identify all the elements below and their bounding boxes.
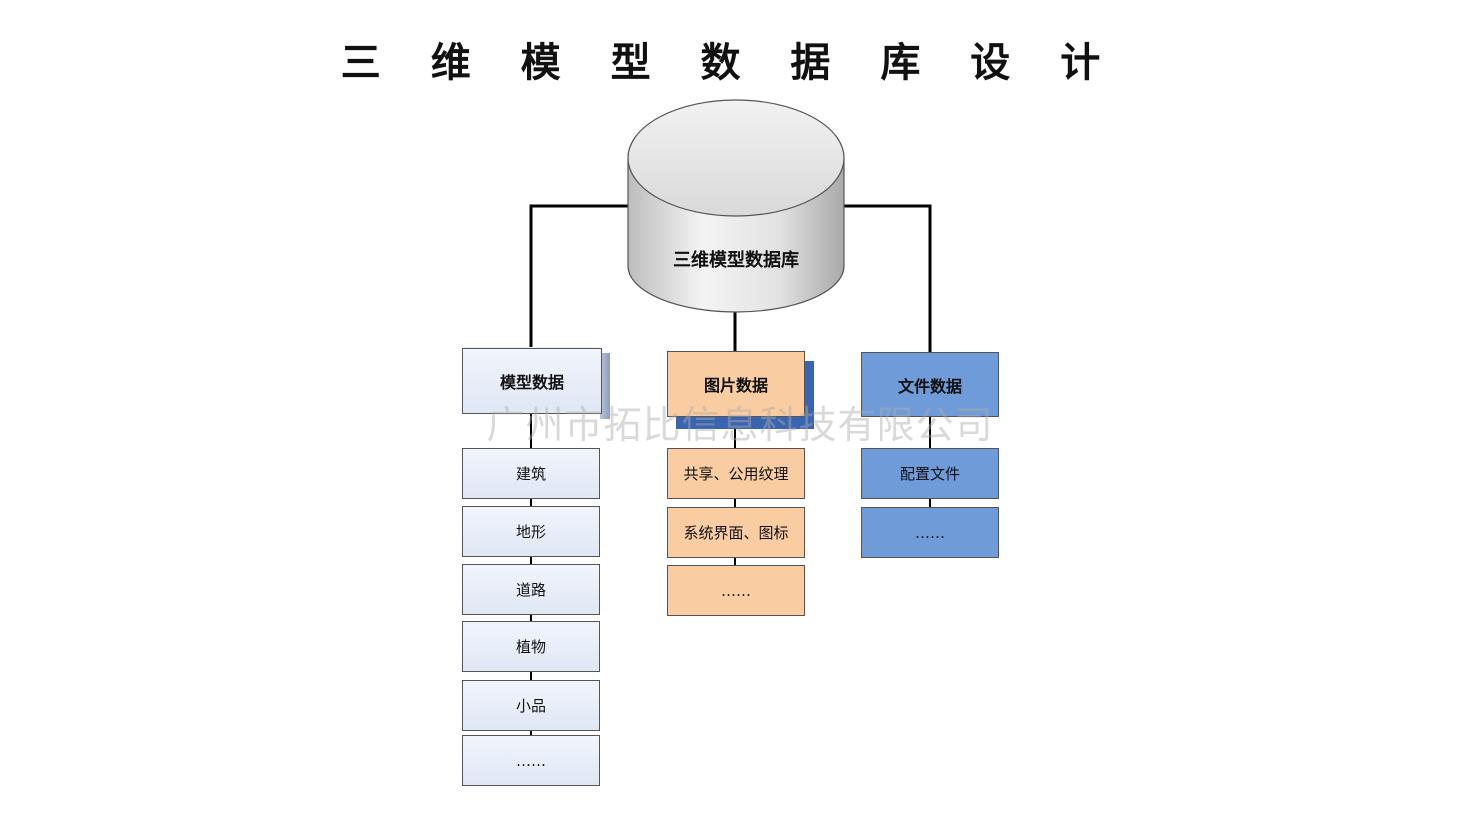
- database-label: 三维模型数据库: [673, 250, 799, 271]
- database-cylinder-icon: [627, 99, 845, 313]
- connector-db-model: [529, 204, 630, 348]
- item-building: 建筑: [462, 448, 600, 499]
- item-image-more: ……: [667, 565, 805, 616]
- item-road: 道路: [462, 564, 600, 615]
- model-header-bevel-side: [600, 353, 610, 419]
- header-file-data: 文件数据: [861, 352, 999, 417]
- item-file-more: ……: [861, 507, 999, 558]
- item-accessory: 小品: [462, 680, 600, 731]
- item-terrain: 地形: [462, 506, 600, 557]
- watermark: 广州市拓比信息科技有限公司: [486, 403, 994, 447]
- connector-db-file: [842, 204, 932, 352]
- page-title: 三 维 模 型 数 据 库 设 计: [340, 40, 1119, 86]
- item-config-file: 配置文件: [861, 448, 999, 499]
- item-ui-icons: 系统界面、图标: [667, 507, 805, 558]
- item-plant: 植物: [462, 621, 600, 672]
- header-model-data: 模型数据: [462, 348, 602, 414]
- item-model-more: ……: [462, 735, 600, 786]
- item-shared-texture: 共享、公用纹理: [667, 448, 805, 499]
- header-image-data: 图片数据: [667, 351, 805, 417]
